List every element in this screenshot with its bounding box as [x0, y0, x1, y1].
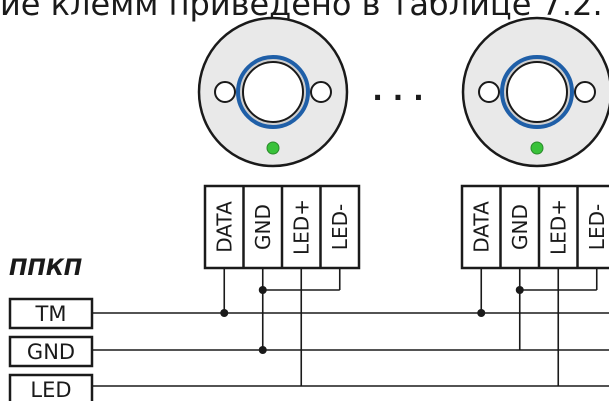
panel-terminal-label-tm: TM	[35, 302, 67, 326]
panel-terminal-tm	[8, 297, 94, 330]
junction-dot	[258, 346, 267, 354]
terminal-label-led-minus: LED-	[328, 204, 352, 250]
mount-hole-right	[310, 81, 332, 103]
panel-title: ППКП	[9, 256, 83, 281]
mount-hole-right	[574, 81, 596, 103]
junction-dot	[258, 286, 267, 294]
reader-2: DATA GND LED+ LED-	[460, 16, 609, 270]
terminal-label-gnd: GND	[508, 204, 532, 250]
terminal-label-data: DATA	[469, 201, 493, 253]
panel-terminal-label-gnd: GND	[27, 340, 75, 364]
panel-terminal-label-led: LED	[30, 378, 71, 401]
terminal-label-data: DATA	[212, 201, 236, 253]
panel-terminal-led	[8, 373, 94, 401]
terminal-label-led-plus: LED+	[289, 199, 313, 255]
terminal-label-gnd: GND	[251, 204, 275, 250]
terminal-block: DATA GND LED+ LED-	[460, 184, 609, 270]
junction-dot	[515, 286, 524, 294]
reader-1: DATA GND LED+ LED-	[197, 16, 361, 270]
caption-text: ие клемм приведено в таблице 7.2.	[0, 0, 603, 23]
terminal-block: DATA GND LED+ LED-	[203, 184, 361, 270]
mount-hole-left	[478, 81, 500, 103]
status-led	[266, 141, 280, 155]
terminal-label-led-minus: LED-	[585, 204, 609, 250]
junction-dot	[477, 309, 486, 317]
terminal-block-frame	[460, 184, 609, 270]
ellipsis-text: . . .	[372, 74, 423, 107]
terminal-label-led-plus: LED+	[546, 199, 570, 255]
mount-hole-left	[214, 81, 236, 103]
junction-dot	[220, 309, 229, 317]
panel-terminal-gnd	[8, 335, 94, 368]
touch-pad	[242, 61, 304, 123]
touch-pad	[506, 61, 568, 123]
status-led	[530, 141, 544, 155]
